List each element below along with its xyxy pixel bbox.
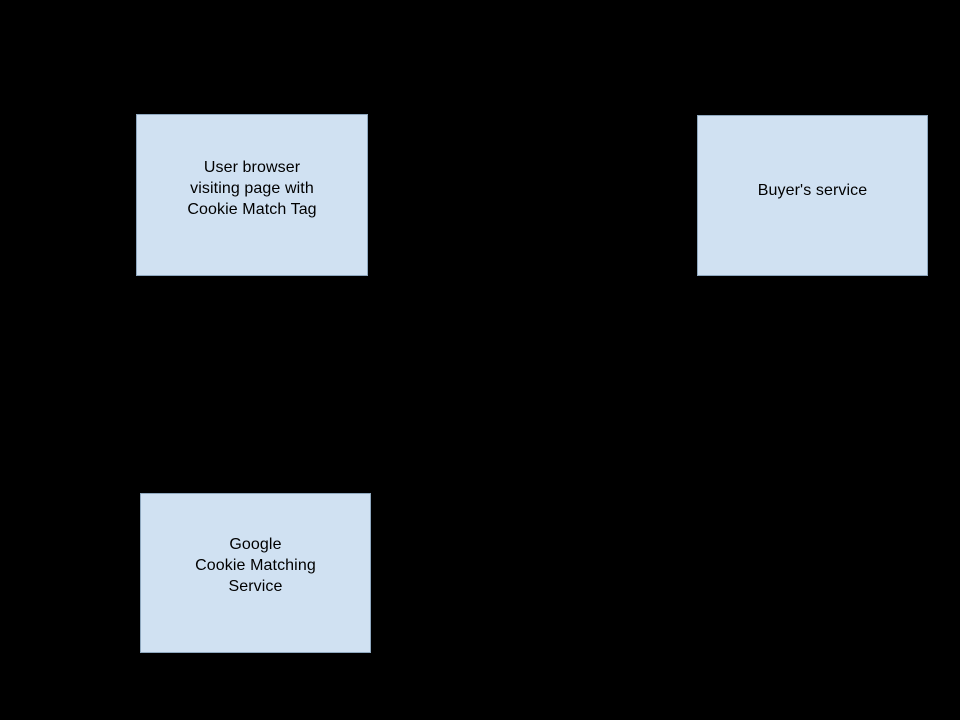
node-buyers-service-label: Buyer's service <box>757 182 868 199</box>
node-user-browser-label: User browser visiting page with Cookie M… <box>187 159 317 218</box>
node-buyers-service[interactable]: Buyer's service <box>697 115 928 276</box>
node-user-browser[interactable]: User browser visiting page with Cookie M… <box>136 114 368 276</box>
node-google-cookie-matching-service[interactable]: Google Cookie Matching Service <box>140 493 371 653</box>
node-google-cookie-matching-service-label: Google Cookie Matching Service <box>195 536 316 595</box>
